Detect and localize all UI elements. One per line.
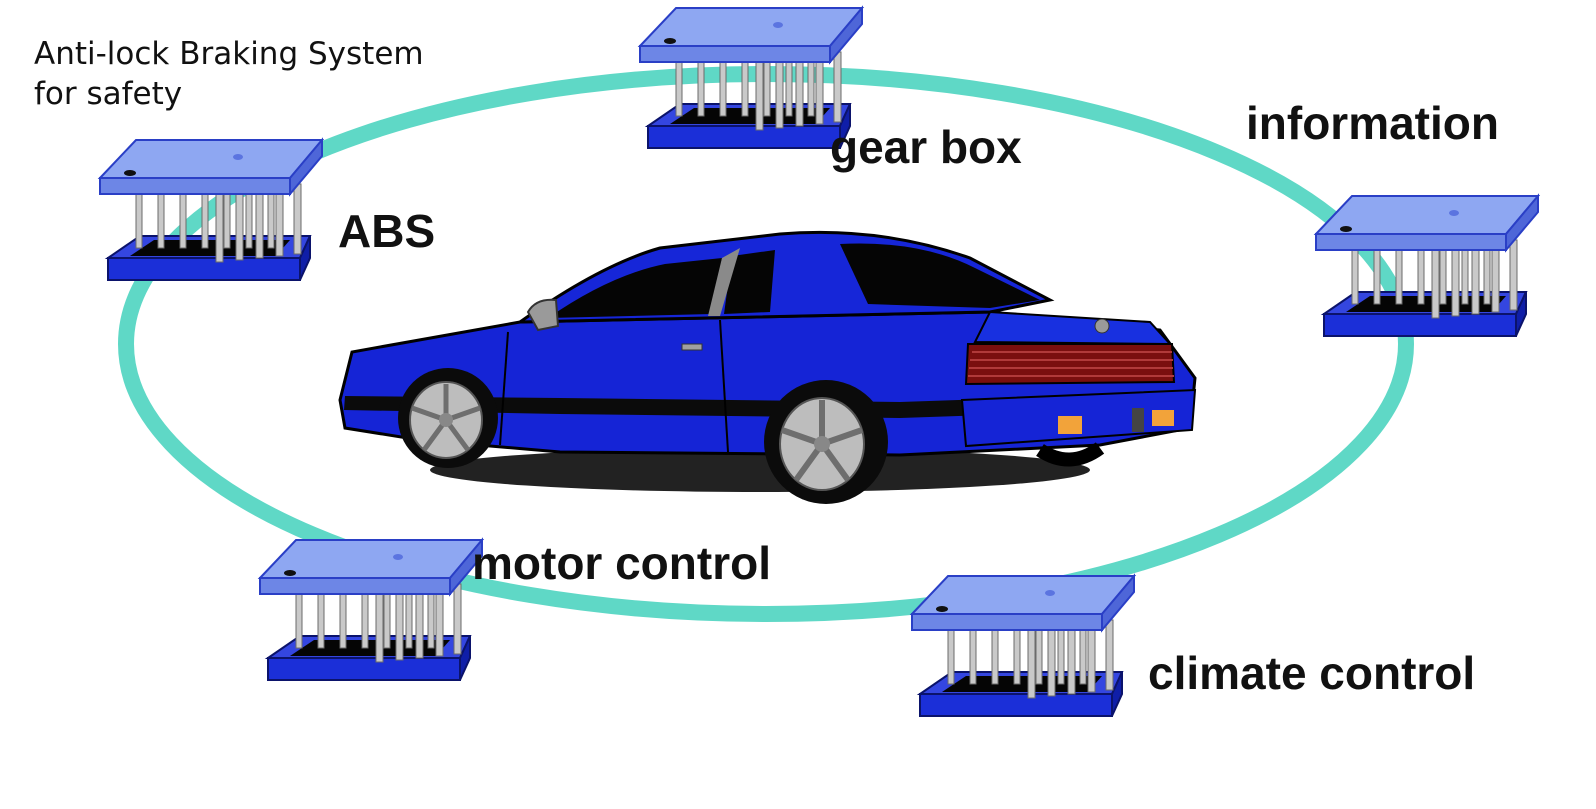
- car-illustration: [338, 230, 1197, 504]
- chip-motor-control: [259, 539, 483, 681]
- label-information: information: [1246, 97, 1499, 149]
- chip-climate-control: [911, 575, 1135, 717]
- abs-description-line1: Anti-lock Braking System: [34, 36, 424, 72]
- chip-information: [1315, 195, 1539, 337]
- label-climate-control: climate control: [1148, 647, 1476, 699]
- abs-description-line2: for safety: [34, 76, 183, 112]
- label-motor-control: motor control: [472, 537, 771, 589]
- label-gear-box: gear box: [830, 121, 1022, 173]
- label-abs: ABS: [338, 205, 436, 257]
- abs-description: Anti-lock Braking System for safety: [34, 34, 424, 114]
